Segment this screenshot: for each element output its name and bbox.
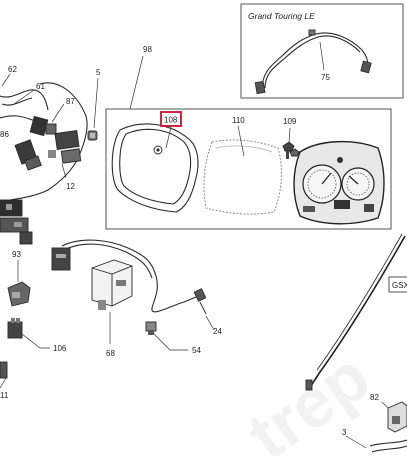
gsx-tag-frame: [388, 276, 407, 293]
callout-24: 24: [213, 327, 222, 336]
callout-108-highlight: [160, 111, 182, 127]
left-harness-area: 86 87 12 62 61 5: [0, 65, 101, 400]
callout-75: 75: [321, 73, 330, 82]
gauge-cluster: [293, 140, 385, 225]
harness-75: [254, 29, 372, 95]
connector-87: [29, 115, 57, 137]
center-harness-area: 68 24 54: [51, 239, 222, 358]
connector-106: [7, 318, 23, 339]
callout-68: 68: [106, 349, 115, 358]
module-68: [91, 259, 133, 310]
callout-86: 86: [0, 130, 9, 139]
callout-87: 87: [66, 97, 75, 106]
callout-11: 11: [0, 391, 9, 400]
callout-108: 108: [164, 116, 178, 125]
callout-106: 106: [53, 344, 67, 353]
cluster-box-frame: [105, 108, 392, 230]
callout-12: 12: [66, 182, 75, 191]
lens-110: [203, 139, 282, 215]
bracket-93: [7, 281, 31, 307]
callout-61: 61: [36, 82, 45, 91]
cluster-assembly-box: 98 108 110 109: [105, 45, 392, 230]
callout-3: 3: [342, 428, 347, 437]
callout-54: 54: [192, 346, 201, 355]
watermark: trep: [234, 338, 383, 462]
callout-98: 98: [143, 45, 152, 54]
sensor-24: [193, 288, 207, 315]
connector-86: [14, 139, 42, 171]
grand-touring-inset: Grand Touring LE 75: [240, 3, 404, 99]
bezel-gasket-108: [111, 123, 199, 213]
clip-54: [145, 321, 157, 335]
gsx-tag: GSX: [392, 281, 407, 290]
connector-12: [48, 130, 82, 164]
right-gsx-area: GSX 82 3: [305, 233, 407, 453]
inset-title: Grand Touring LE: [248, 11, 315, 21]
part-82: [387, 401, 407, 433]
callout-93: 93: [12, 250, 21, 259]
grommet-5: [87, 130, 98, 141]
callout-109: 109: [283, 117, 297, 126]
screw-109: [282, 141, 300, 159]
connector-head: [51, 247, 71, 271]
inset-frame: [240, 3, 404, 99]
callout-110: 110: [232, 116, 245, 125]
callout-82: 82: [370, 393, 379, 402]
callout-62: 62: [8, 65, 17, 74]
switch-pack: [0, 199, 33, 245]
callout-5: 5: [96, 68, 101, 77]
